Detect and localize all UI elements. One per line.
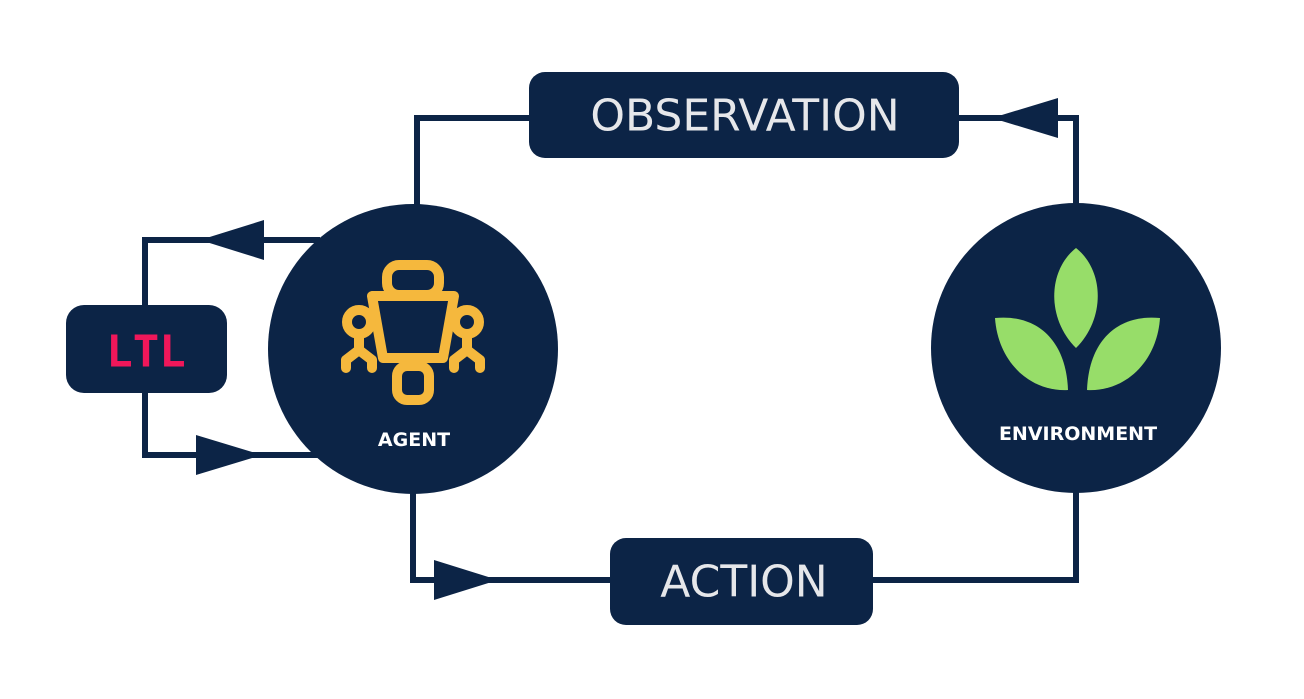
action-label: ACTION [660,557,827,608]
agent-label: AGENT [378,429,450,451]
agent-to-action-line [410,490,620,583]
environment-label: ENVIRONMENT [999,423,1157,445]
ltl-upper-arrowhead [200,220,264,260]
ltl-label: LTL [106,327,185,378]
environment-node: ENVIRONMENT [931,203,1221,493]
observation-label: OBSERVATION [590,91,899,142]
action-arrowhead [434,560,498,600]
observation-box: OBSERVATION [529,72,959,158]
ltl-box: LTL [66,305,227,393]
agent-node: AGENT [268,204,558,494]
action-to-environment-line [870,490,1079,583]
ltl-lower-arrowhead [196,435,262,475]
arrowheads [196,98,1058,600]
action-box: ACTION [610,538,873,625]
agent-to-observation-line [414,115,540,215]
robot-icon [341,260,485,405]
observation-arrowhead [992,98,1058,138]
leaf-icon [995,248,1160,391]
